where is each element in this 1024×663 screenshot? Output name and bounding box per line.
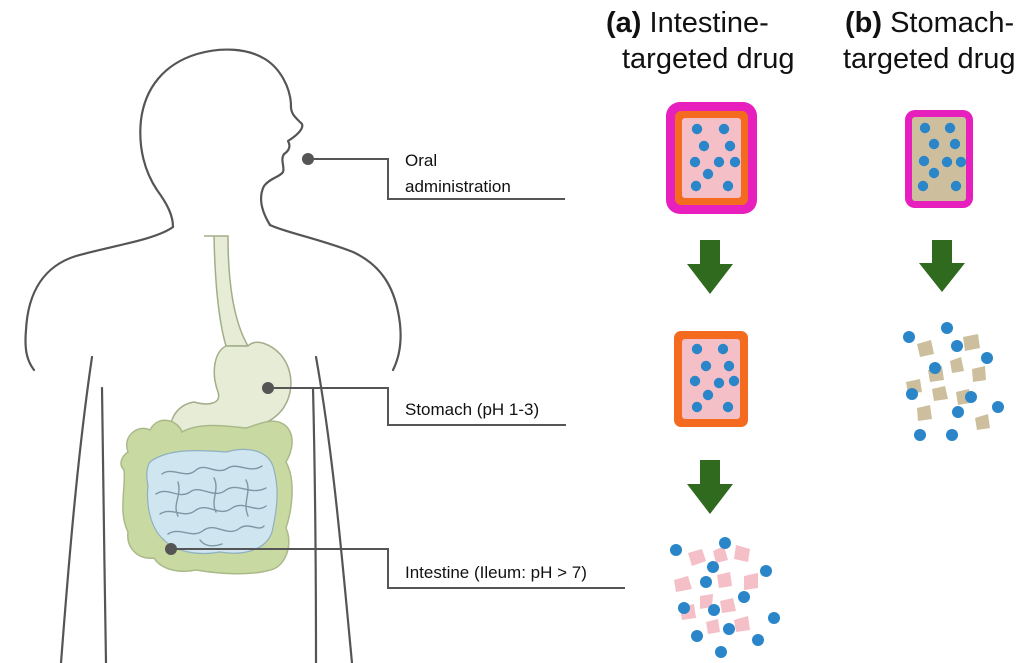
down-arrow-icon — [687, 240, 733, 294]
oral-label-line1: Oral — [405, 151, 438, 170]
panel-a-title-line2: targeted drug — [622, 43, 795, 75]
intestine-capsule-coated — [666, 102, 757, 214]
callout-leaders — [171, 158, 625, 589]
oral-label-line2: administration — [405, 177, 511, 196]
drug-particle-icon — [689, 123, 741, 192]
drug-particle-icon — [917, 122, 967, 192]
intestine-icon — [120, 419, 293, 575]
right-arm-outline — [314, 355, 354, 663]
stomach-leader-line — [268, 387, 566, 426]
stomach-released-drug — [903, 322, 1004, 441]
capsule-fragments — [906, 334, 990, 430]
drug-particle-icon — [689, 343, 740, 413]
stomach-icon — [169, 235, 292, 454]
panel-b-letter: (b) — [845, 7, 883, 39]
drug-particle-icon — [903, 322, 1004, 441]
intestine-pointer-dot — [165, 543, 177, 555]
panel-b-subtitle: targeted drug — [843, 42, 1016, 76]
esophagus — [204, 235, 250, 347]
stomach-label: Stomach (pH 1-3) — [405, 400, 540, 419]
panel-b-title-line1: Stomach- — [890, 7, 1015, 39]
panel-b-title: (b) Stomach- — [845, 6, 1014, 40]
panel-b-title-line2: targeted drug — [843, 43, 1016, 75]
panel-a-letter: (a) — [606, 7, 642, 39]
left-arm-outline — [59, 355, 94, 663]
intestine-capsule-after-stomach — [674, 331, 748, 427]
intestine-released-drug — [670, 537, 780, 658]
capsule-core — [682, 118, 741, 198]
right-torso-outline — [311, 386, 318, 663]
panel-a-title: (a) Intestine- — [606, 6, 769, 40]
oral-leader-line — [308, 158, 565, 200]
left-torso-outline — [100, 386, 108, 663]
human-body-silhouette-icon — [24, 48, 402, 663]
down-arrow-icon — [687, 460, 733, 514]
head-and-shoulders-outline — [24, 48, 304, 372]
intestine-label: Intestine (Ileum: pH > 7) — [405, 563, 587, 582]
panel-a-title-line1: Intestine- — [649, 7, 769, 39]
drug-particle-icon — [670, 537, 780, 658]
panel-a-subtitle: targeted drug — [622, 42, 795, 76]
small-intestine-folds — [155, 465, 267, 547]
neck-right-shoulder-outline — [268, 223, 402, 372]
capsule-core — [912, 117, 966, 201]
down-arrow-icon — [919, 240, 965, 292]
stomach-pointer-dot — [262, 382, 274, 394]
stomach-capsule-coated — [905, 110, 973, 208]
capsule-fragments — [674, 545, 758, 634]
capsule-core — [682, 339, 740, 419]
oral-pointer-dot — [302, 153, 314, 165]
intestine-leader-line — [171, 548, 625, 589]
small-intestine — [146, 448, 278, 555]
